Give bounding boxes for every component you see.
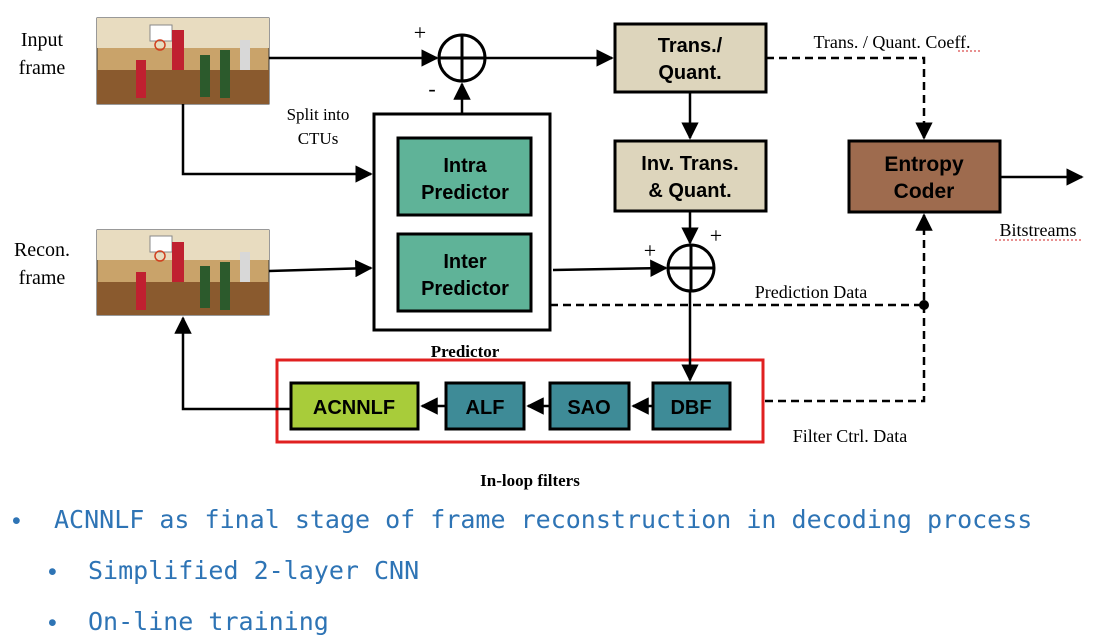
control-lines bbox=[550, 56, 933, 403]
acnnlf-block bbox=[289, 381, 420, 431]
trans-quant-text-1: Trans./ bbox=[658, 35, 723, 57]
in-loop-filters-label: In-loop filters bbox=[480, 471, 580, 490]
in-loop-filters-group bbox=[275, 358, 765, 444]
recon-frame-image bbox=[96, 229, 270, 316]
input-frame-label-1: Input bbox=[21, 29, 64, 51]
split-ctus-label-1: Split into bbox=[287, 105, 350, 124]
inter-predictor-text-1: Inter bbox=[443, 251, 487, 273]
predictor-label: Predictor bbox=[431, 342, 500, 361]
trans-quant-coeff-label: Trans. / Quant. Coeff. bbox=[814, 32, 971, 52]
alf-text: ALF bbox=[466, 397, 505, 419]
signal-lines bbox=[174, 49, 1084, 415]
filter-ctrl-data-label: Filter Ctrl. Data bbox=[793, 426, 907, 446]
entropy-coder-block bbox=[847, 139, 1002, 214]
sao-text: SAO bbox=[567, 397, 610, 419]
inv-trans-quant-text-2: & Quant. bbox=[648, 180, 731, 202]
intra-predictor-block bbox=[396, 136, 533, 217]
dbf-text: DBF bbox=[670, 397, 711, 419]
inv-trans-quant-text-1: Inv. Trans. bbox=[641, 153, 738, 175]
recon-frame-label-1: Recon. bbox=[14, 239, 70, 261]
sao-block bbox=[548, 381, 631, 431]
intra-predictor-text-1: Intra bbox=[443, 155, 487, 177]
bottom-sum-plus-left: + bbox=[644, 238, 656, 263]
bottom-sum-plus-right: + bbox=[710, 223, 722, 248]
recon-frame-label-2: frame bbox=[19, 267, 66, 289]
input-frame-label-2: frame bbox=[19, 57, 66, 79]
top-sum-plus: + bbox=[414, 20, 426, 45]
entropy-coder-text-1: Entropy bbox=[884, 153, 964, 176]
trans-quant-text-2: Quant. bbox=[658, 62, 721, 84]
dbf-block bbox=[651, 381, 732, 431]
prediction-data-junction-dot bbox=[919, 300, 929, 310]
intra-predictor-text-2: Predictor bbox=[421, 182, 509, 204]
inter-predictor-text-2: Predictor bbox=[421, 278, 509, 300]
split-ctus-label-2: CTUs bbox=[298, 129, 339, 148]
top-sum-minus: - bbox=[428, 76, 435, 101]
prediction-data-label: Prediction Data bbox=[755, 282, 867, 302]
alf-block bbox=[444, 381, 526, 431]
bitstreams-label: Bitstreams bbox=[1000, 220, 1077, 240]
inter-predictor-block bbox=[396, 232, 533, 313]
inv-trans-quant-block bbox=[613, 139, 768, 213]
acnnlf-text: ACNNLF bbox=[313, 397, 395, 419]
entropy-coder-text-2: Coder bbox=[894, 180, 955, 203]
input-frame-image bbox=[96, 17, 270, 105]
